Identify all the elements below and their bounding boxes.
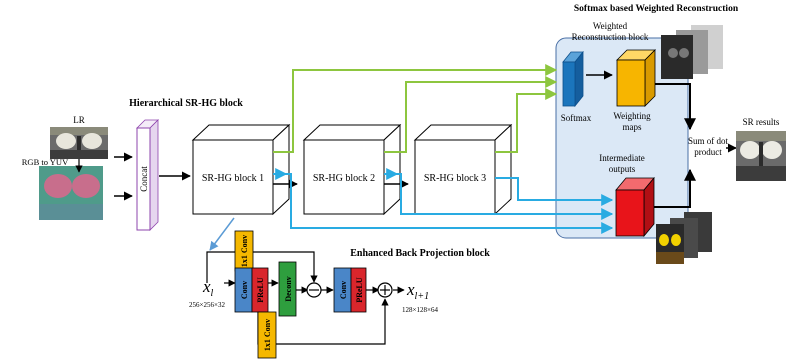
weighting-maps-cube (616, 49, 656, 107)
deconv-label: Deconv (284, 276, 293, 301)
weighted-block-label-2: Reconstruction block (572, 32, 649, 42)
sr-hg-block-3 (413, 123, 513, 216)
block3-label: SR-HG block 3 (424, 173, 486, 184)
prelu-label: PReLU (256, 277, 265, 303)
conv1x1-top-label: 1x1 Conv (240, 235, 249, 267)
prelu-block-2 (350, 267, 367, 313)
sum-label-2: product (694, 147, 722, 157)
x-out-dims: 128×128×64 (402, 306, 438, 314)
arrow-intermediate-to-sum (654, 168, 696, 208)
concat-label: Concat (139, 166, 149, 192)
ebp-title: Enhanced Back Projection block (350, 248, 490, 259)
lr-image (50, 127, 108, 159)
conv2-label: Conv (339, 281, 348, 299)
weighted-block-label-1: Weighted (593, 21, 628, 31)
sr-results-label: SR results (743, 117, 780, 127)
softmax-label: Softmax (561, 113, 592, 123)
intermediate-thumbnails (656, 212, 712, 264)
x-out-label: xl+1 (406, 280, 429, 302)
zoom-arrow (209, 217, 235, 251)
x-in-label: xl (202, 277, 214, 299)
softmax-recon-title: Softmax based Weighted Reconstruction (574, 4, 739, 14)
weight-map-thumbnails (661, 25, 723, 79)
softmax-layer (562, 50, 584, 108)
sum-label-1: Sum of dot (688, 136, 729, 146)
yuv-image (39, 166, 103, 220)
rgb-to-yuv-label: RGB to YUV (22, 157, 69, 167)
hierarchical-title: Hierarchical SR-HG block (129, 98, 243, 109)
concat-layer (136, 119, 159, 231)
weighting-maps-label-1: Weighting (613, 111, 651, 121)
arrow-weights-to-sum (655, 83, 696, 131)
sr-hg-block-2 (302, 123, 402, 216)
intermediate-label-2: outputs (609, 164, 636, 174)
conv1x1-bottom-label: 1x1 Conv (263, 319, 272, 351)
block2-label: SR-HG block 2 (313, 173, 375, 184)
intermediate-label-1: Intermediate (599, 153, 644, 163)
x-in-dims: 256×256×32 (189, 301, 225, 309)
prelu2-label: PReLU (355, 277, 364, 303)
weighting-maps-label-2: maps (623, 122, 642, 132)
sr-result-image (736, 131, 786, 181)
green-paths (273, 64, 558, 153)
sr-hg-block-1 (191, 123, 291, 216)
lr-label: LR (73, 115, 85, 125)
intermediate-outputs-cube (615, 176, 655, 238)
block1-label: SR-HG block 1 (202, 173, 264, 184)
conv-label: Conv (240, 281, 249, 299)
deconv-block (278, 261, 297, 317)
conv1x1-bottom (257, 311, 277, 359)
